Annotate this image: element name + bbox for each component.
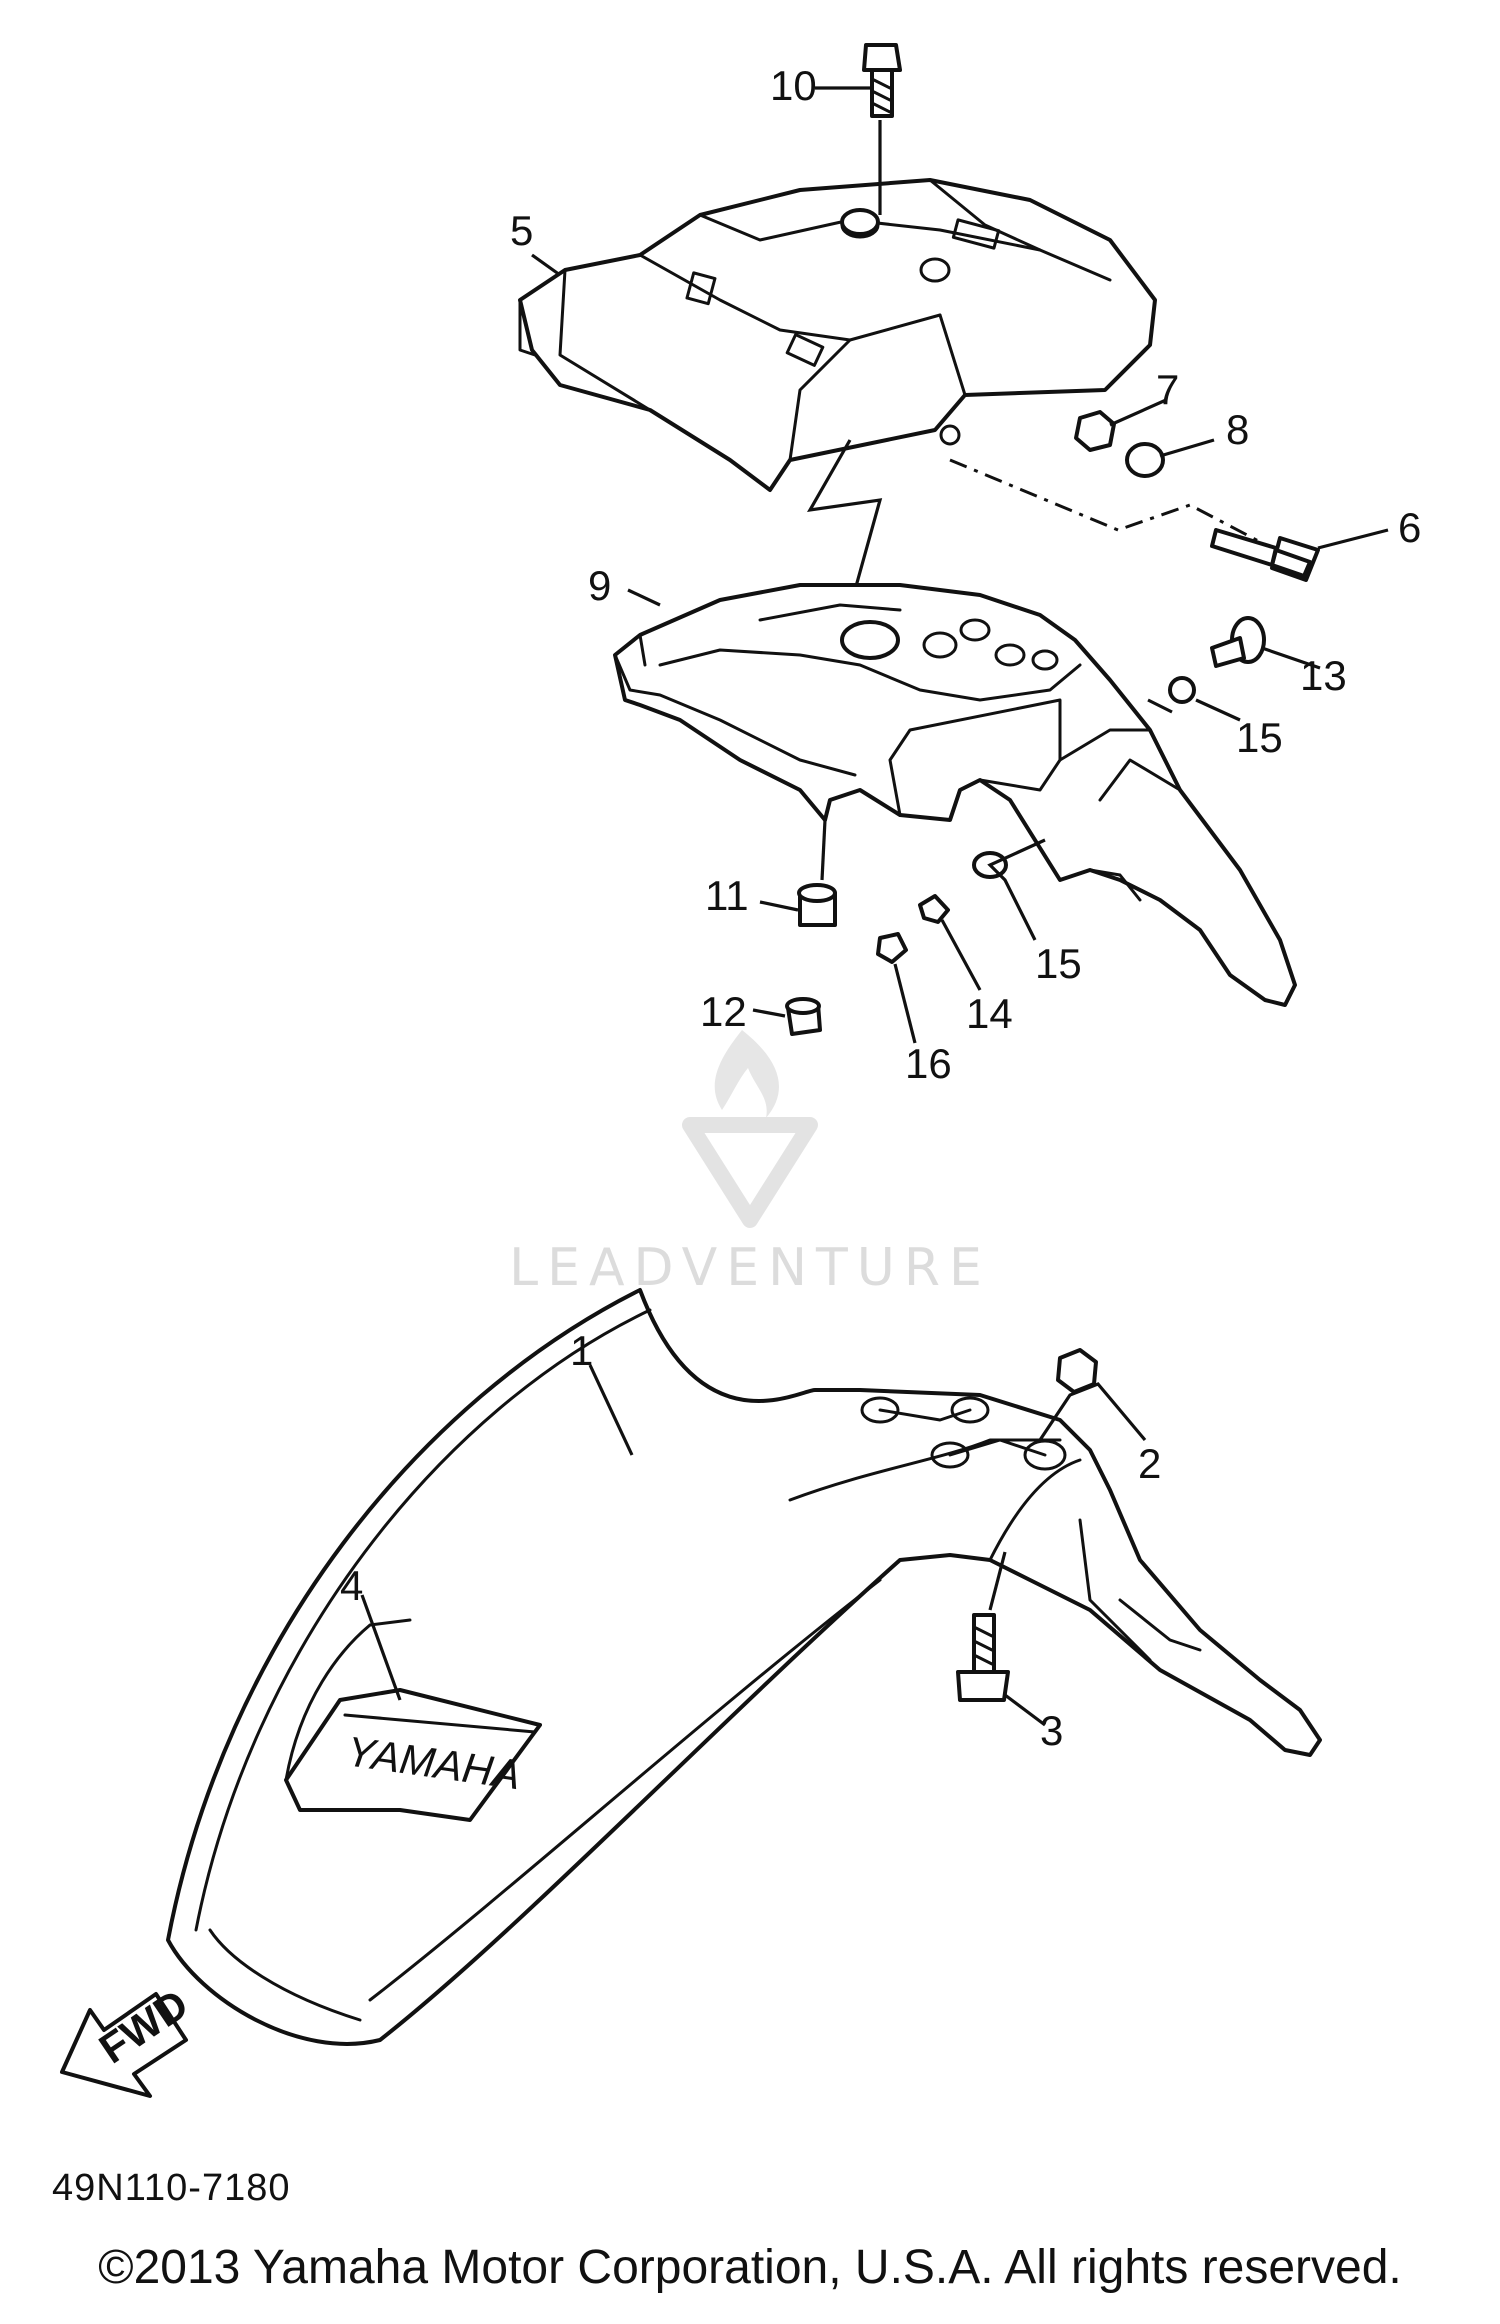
part-6-bolt (1210, 528, 1320, 582)
callout-15b: 15 (1035, 940, 1082, 987)
part-5-fender-cover (518, 178, 1157, 492)
part-10-bolt (862, 43, 902, 118)
callout-13: 13 (1300, 652, 1347, 699)
part-7-nut (1074, 410, 1116, 452)
part-12-collar (785, 997, 822, 1036)
part-11-collar (797, 883, 837, 927)
callout-8: 8 (1226, 406, 1249, 453)
watermark-text: LEADVENTURE (509, 1238, 991, 1298)
callout-12: 12 (700, 988, 747, 1035)
copyright-notice: ©2013 Yamaha Motor Corporation, U.S.A. A… (98, 2241, 1402, 2294)
zigzag-link (806, 439, 883, 591)
watermark-logo (682, 1030, 818, 1228)
callout-10: 10 (770, 62, 817, 109)
part-14-nut (918, 894, 950, 924)
part-3-bolt (956, 1613, 1010, 1702)
callout-3: 3 (1040, 1707, 1063, 1754)
callout-16: 16 (905, 1040, 952, 1087)
callout-4: 4 (340, 1562, 363, 1609)
part-1-rear-fender (166, 1288, 1322, 2046)
reference-code: 49N110-7180 (52, 2167, 290, 2209)
callout-7: 7 (1156, 366, 1179, 413)
part-13-screw (1210, 616, 1266, 668)
callout-11: 11 (705, 872, 749, 919)
part-8-washer (1125, 442, 1165, 478)
fwd-arrow: FWD (60, 1980, 196, 2098)
callout-6: 6 (1398, 504, 1421, 551)
part-16-nut (876, 932, 908, 964)
callout-15a: 15 (1236, 714, 1283, 761)
callout-9: 9 (588, 562, 611, 609)
callout-1: 1 (570, 1327, 593, 1374)
callout-5: 5 (510, 207, 533, 254)
part-15a-washer (1168, 676, 1196, 704)
callout-2: 2 (1138, 1440, 1161, 1487)
part-9-fender-base (613, 583, 1297, 1007)
callout-14: 14 (966, 990, 1013, 1037)
part-4-yamaha-decal: YAMAHA (284, 1688, 542, 1822)
